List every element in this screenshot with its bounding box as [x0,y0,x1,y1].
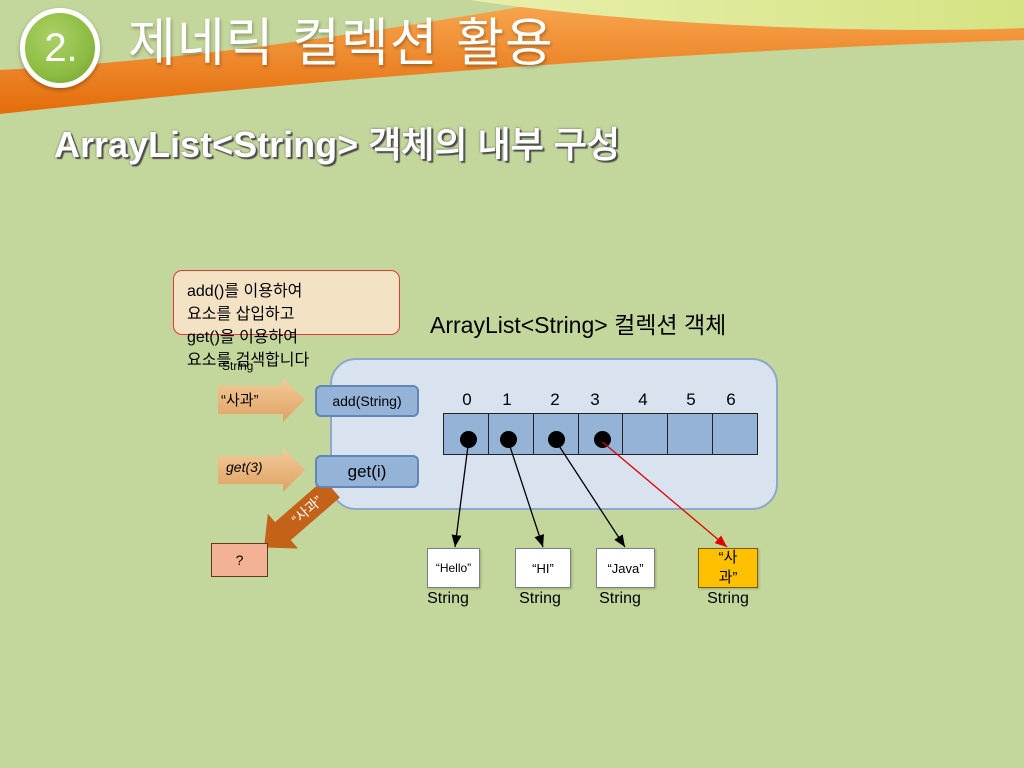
callout-line: 요소를 검색합니다 [187,352,310,369]
collection-label: ArrayList<String> 컬렉션 객체 [430,312,727,338]
element-box: “HI” [515,548,571,588]
array-slot [668,414,714,454]
lime-swoosh [470,0,1024,30]
add-argument-type-label: String [222,359,254,373]
reference-dot [460,431,477,448]
element-box-highlighted: “사과” [698,548,758,588]
callout-line: 요소를 삽입하고 [187,306,295,323]
section-number: 2. [44,26,78,70]
element-type-label: String [519,590,561,607]
slide-title: 제네릭 컬렉션 활용 [128,14,554,74]
slot-index: 2 [550,390,560,409]
get-method-box: get(i) [315,455,419,488]
slot-index: 6 [726,390,736,409]
element-value: “사과” [718,549,738,586]
add-argument-label: “사과” [221,392,259,409]
slide-subtitle: ArrayList<String> 객체의 내부 구성 [54,124,620,165]
callout-box [173,270,400,335]
add-method-box: add(String) [315,385,419,417]
reference-dot [500,431,517,448]
element-type-label: String [707,590,749,607]
slot-index: 3 [590,390,600,409]
element-type-label: String [599,590,641,607]
section-number-badge: 2. [20,8,100,88]
callout-line: get()을 이용하여 [187,329,298,346]
array-slot [489,414,534,454]
slot-index: 1 [502,390,512,409]
reference-dot [594,431,611,448]
get-return-label: “사과” [288,492,326,528]
array-slot [579,414,624,454]
orange-swoosh [0,0,1024,114]
element-box: “Java” [596,548,655,588]
slot-index: 5 [686,390,696,409]
callout-line: add()를 이용하여 [187,283,303,300]
header-swoosh [0,0,1024,114]
get-call-label: get(3) [226,459,263,475]
element-value: “Java” [607,560,644,576]
array-slot [444,414,489,454]
array-slot [713,414,757,454]
array-slot [623,414,669,454]
element-box: “Hello” [427,548,480,588]
element-type-label: String [427,590,469,607]
element-value: “Hello” [435,561,472,575]
slot-index: 0 [462,390,472,409]
element-value: “HI” [532,560,554,576]
slot-index: 4 [638,390,648,409]
callout-text: add()를 이용하여 요소를 삽입하고 get()을 이용하여 요소를 검색합… [187,280,309,372]
reference-dot [548,431,565,448]
result-box: ? [211,543,268,577]
array-slot [534,414,579,454]
